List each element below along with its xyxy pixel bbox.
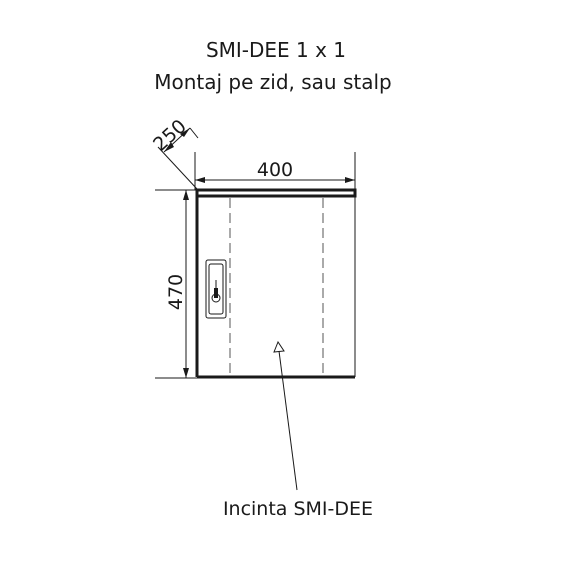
depth-label: 250 (149, 115, 191, 156)
title-line-1: SMI-DEE 1 x 1 (206, 38, 346, 62)
lock-handle-icon (205, 259, 227, 319)
callout-label: Incinta SMI-DEE (223, 498, 373, 520)
enclosure (195, 188, 357, 379)
width-dimension: 400 (194, 152, 356, 190)
title-line-2: Montaj pe zid, sau stalp (154, 70, 391, 94)
callout-leader (273, 340, 298, 491)
depth-dimension: 250 (149, 115, 199, 190)
height-label: 470 (165, 274, 187, 310)
height-dimension: 470 (155, 189, 197, 379)
width-label: 400 (257, 159, 293, 181)
